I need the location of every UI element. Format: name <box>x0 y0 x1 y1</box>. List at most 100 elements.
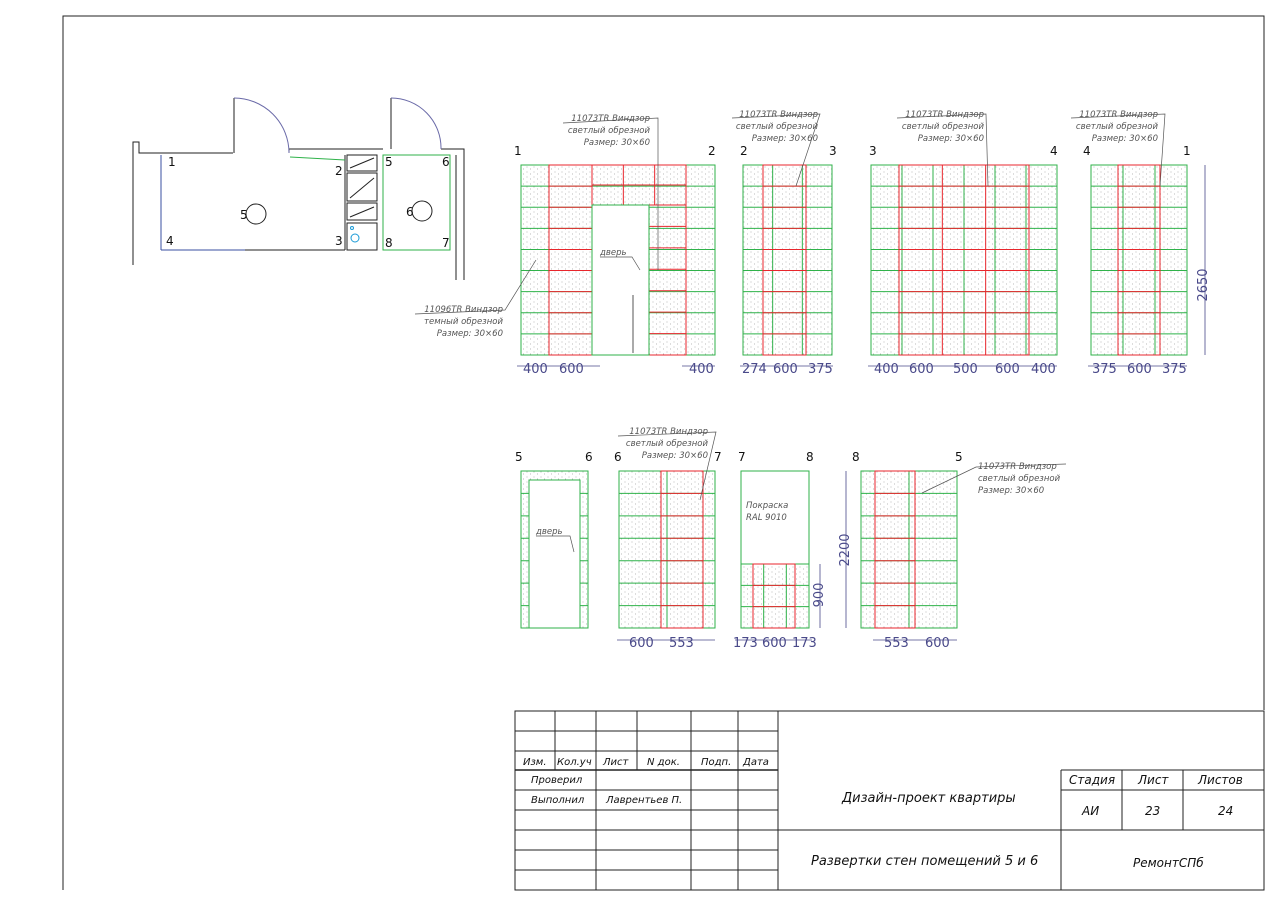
tb-sheet-value: 23 <box>1145 804 1160 818</box>
dim-w7-a: 173 <box>733 636 758 651</box>
door-opening-1 <box>591 204 650 356</box>
wall-4-1 <box>1090 164 1188 356</box>
note-light-1-l3: Размер: 30×60 <box>584 138 650 148</box>
wall-3-4-accent <box>898 164 1030 356</box>
tb-col-ndok: N док. <box>647 757 680 768</box>
elev-corner-7a: 7 <box>714 450 722 464</box>
elev-corner-6a: 6 <box>585 450 593 464</box>
room-number-5: 5 <box>240 208 248 222</box>
wall-7-8-accent <box>752 563 796 629</box>
tb-company: РемонтСПб <box>1133 856 1204 870</box>
note-light-6-l1: 11073TR Виндзор <box>629 427 708 437</box>
dim-w6-b: 553 <box>669 636 694 651</box>
tb-col-kol: Кол.уч <box>557 757 592 768</box>
note-light-2-l2: светлый обрезной <box>736 122 819 132</box>
dim-w3-b: 600 <box>909 362 934 377</box>
tb-sheets-value: 24 <box>1218 804 1233 818</box>
note-light-8-l1: 11073TR Виндзор <box>978 462 1057 472</box>
note-light-6-l3: Размер: 30×60 <box>642 451 708 461</box>
elev-corner-4b: 4 <box>1083 144 1091 158</box>
elev-corner-2a: 2 <box>708 144 716 158</box>
dim-w8-b: 600 <box>925 636 950 651</box>
tb-checked-label: Проверил <box>531 775 583 786</box>
wall-elevations <box>517 164 1206 641</box>
plan-corner-1: 1 <box>168 155 176 169</box>
title-block <box>514 710 1265 891</box>
note-paint-l1: Покраска <box>746 501 788 511</box>
plan-corner-3: 3 <box>335 234 343 248</box>
tb-col-podp: Подп. <box>701 757 731 768</box>
sheet-frame <box>62 15 1265 890</box>
note-light-8-l2: светлый обрезной <box>978 474 1061 484</box>
dim-height-900: 900 <box>812 583 827 608</box>
elev-corner-8b: 8 <box>852 450 860 464</box>
note-door-2: дверь <box>535 527 563 537</box>
tb-done-name: Лаврентьев П. <box>605 795 682 806</box>
title-block-text: Изм. Кол.уч Лист N док. Подп. Дата Прове… <box>523 757 1243 870</box>
plan-corner-2: 2 <box>335 164 343 178</box>
callout-notes: 11073TR Виндзор светлый обрезной Размер:… <box>424 110 1158 537</box>
note-dark-l1: 11096TR Виндзор <box>424 305 503 315</box>
note-dark-l2: темный обрезной <box>424 317 503 327</box>
elev-corner-1a: 1 <box>514 144 522 158</box>
dim-height-2650: 2650 <box>1196 268 1211 301</box>
leader-lines <box>414 113 1166 553</box>
elev-corner-6b: 6 <box>614 450 622 464</box>
dim-w4-a: 375 <box>1092 362 1117 377</box>
dim-w4-c: 375 <box>1162 362 1187 377</box>
note-light-6-l2: светлый обрезной <box>626 439 709 449</box>
note-light-3-l1: 11073TR Виндзор <box>905 110 984 120</box>
elev-corner-5b: 5 <box>955 450 963 464</box>
wall-4-1-accent <box>1117 164 1161 356</box>
dim-w3-c: 500 <box>953 362 978 377</box>
elev-corner-2b: 2 <box>740 144 748 158</box>
wall-8-5-accent <box>874 470 916 629</box>
elev-corner-8a: 8 <box>806 450 814 464</box>
dim-w2-c: 375 <box>808 362 833 377</box>
elev-corner-5a: 5 <box>515 450 523 464</box>
dim-w1-b: 600 <box>559 362 584 377</box>
note-door-1: дверь <box>599 248 627 258</box>
note-light-2-l1: 11073TR Виндзор <box>739 110 818 120</box>
note-light-3-l3: Размер: 30×60 <box>918 134 984 144</box>
elev-corner-4a: 4 <box>1050 144 1058 158</box>
dim-w7-b: 600 <box>762 636 787 651</box>
floor-plan <box>132 97 465 280</box>
plan-labels: 5 6 1 2 3 4 5 6 7 8 <box>166 155 450 250</box>
elev-corner-1b: 1 <box>1183 144 1191 158</box>
wall-7-8-tiles <box>740 563 810 629</box>
dim-w8-a: 553 <box>884 636 909 651</box>
elevation-corner-labels: 1 2 2 3 3 4 4 1 5 6 6 7 7 8 8 5 <box>514 144 1191 464</box>
note-light-2-l3: Размер: 30×60 <box>752 134 818 144</box>
tb-sheet-title: Развертки стен помещений 5 и 6 <box>811 854 1038 869</box>
dim-w7-c: 173 <box>792 636 817 651</box>
note-light-8-l3: Размер: 30×60 <box>978 486 1044 496</box>
elev-corner-7b: 7 <box>738 450 746 464</box>
note-light-4-l1: 11073TR Виндзор <box>1079 110 1158 120</box>
plan-corner-5: 5 <box>385 155 393 169</box>
room-number-6: 6 <box>406 205 414 219</box>
tb-sheet-header: Лист <box>1137 773 1169 787</box>
plan-corner-8: 8 <box>385 236 393 250</box>
note-light-4-l3: Размер: 30×60 <box>1092 134 1158 144</box>
note-light-4-l2: светлый обрезной <box>1076 122 1159 132</box>
dim-w3-a: 400 <box>874 362 899 377</box>
dim-w1-c: 400 <box>689 362 714 377</box>
tb-project-title: Дизайн-проект квартиры <box>841 791 1016 806</box>
elev-corner-3b: 3 <box>869 144 877 158</box>
tb-col-izm: Изм. <box>523 757 547 768</box>
plan-corner-4: 4 <box>166 234 174 248</box>
plan-corner-7: 7 <box>442 236 450 250</box>
tb-stage-value: АИ <box>1081 804 1099 818</box>
dim-w3-e: 400 <box>1031 362 1056 377</box>
dim-height-2200: 2200 <box>838 533 853 566</box>
dim-w1-a: 400 <box>523 362 548 377</box>
door-opening-2 <box>528 479 581 629</box>
tb-col-list: Лист <box>602 757 630 768</box>
dimension-labels: 400 600 400 274 600 375 400 600 500 600 … <box>523 268 1211 651</box>
note-dark-l3: Размер: 30×60 <box>437 329 503 339</box>
tb-sheets-header: Листов <box>1197 773 1243 787</box>
note-paint-l2: RAL 9010 <box>746 513 787 523</box>
dim-w2-a: 274 <box>742 362 767 377</box>
